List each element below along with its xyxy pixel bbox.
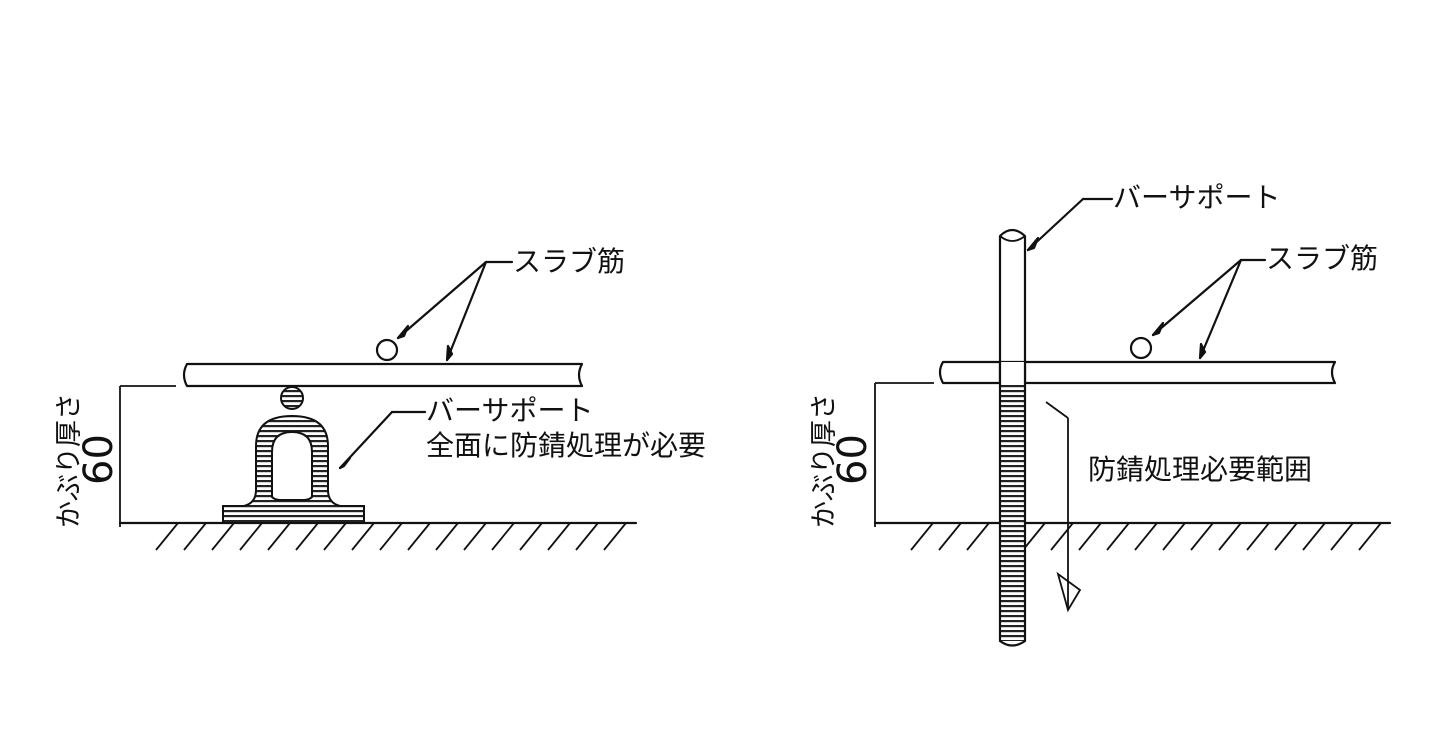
right-cover-value: 60	[830, 434, 876, 485]
left-bar-support-label: バーサポート	[426, 394, 593, 427]
left-cover-dimension	[119, 385, 176, 527]
left-cross-rebar	[375, 338, 399, 362]
left-support-leader	[338, 410, 427, 470]
right-cross-rebar	[1129, 336, 1153, 360]
left-ground-hatch	[155, 522, 627, 551]
left-bar-support	[222, 386, 365, 524]
right-ground-hatch	[910, 522, 1382, 551]
right-rust-range-label: 防錆処理必要範囲	[1088, 453, 1312, 486]
left-cover-label: かぶり厚さ	[54, 393, 85, 528]
right-slab-leader	[1151, 258, 1267, 360]
left-slab-rebar	[182, 362, 584, 388]
right-slab-rebar-label: スラブ筋	[1266, 242, 1378, 275]
right-cover-dimension	[874, 382, 934, 527]
right-bar-support	[998, 228, 1027, 647]
left-slab-leader	[396, 260, 514, 362]
left-cover-value: 60	[76, 434, 122, 485]
left-rust-note-label: 全面に防錆処理が必要	[426, 429, 706, 462]
left-slab-rebar-label: スラブ筋	[513, 245, 625, 278]
right-diagram: バーサポート スラブ筋 防錆処理必要範囲 かぶり厚さ 60	[809, 181, 1392, 647]
right-bar-support-label: バーサポート	[1113, 181, 1280, 214]
left-diagram: スラブ筋 バーサポート 全面に防錆処理が必要 かぶり厚さ 60	[54, 245, 706, 551]
right-slab-rebar	[938, 360, 1337, 385]
right-cover-label: かぶり厚さ	[809, 393, 840, 528]
right-rust-range-bracket	[1045, 401, 1082, 613]
right-support-leader	[1026, 197, 1114, 252]
